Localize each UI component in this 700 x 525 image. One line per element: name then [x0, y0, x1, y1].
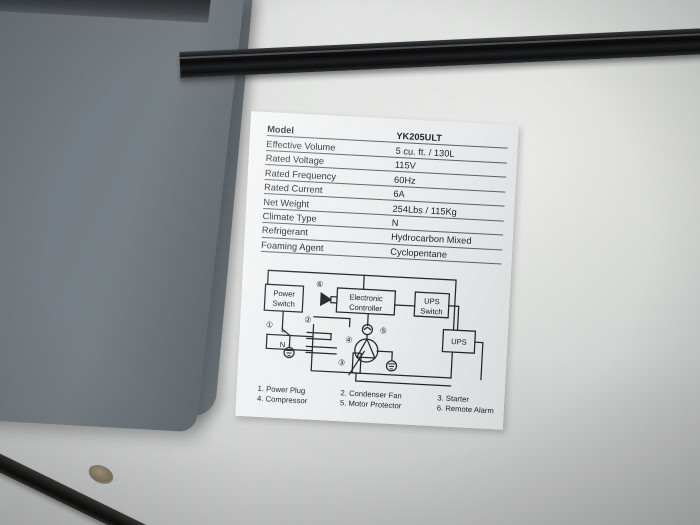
- terminal-line-label: L: [281, 325, 286, 334]
- symbol-compressor: [354, 338, 379, 364]
- legend-item-6: 6. Remote Alarm: [436, 403, 495, 416]
- ups-label: UPS: [451, 337, 467, 347]
- power-switch-label-line1: Power: [273, 289, 295, 299]
- callout-6: ⑥: [316, 280, 324, 289]
- symbol-ground-compressor: [385, 360, 398, 372]
- wire-fan-top: [313, 316, 351, 328]
- buzzer-body: [330, 296, 338, 304]
- wiring-diagram-svg: ① ② ③ ④ ⑤ ⑥ Power Switch Electronic Cont…: [263, 270, 484, 388]
- ups-switch-label-line2: Switch: [420, 307, 443, 317]
- ground-bars-neutral: [285, 350, 293, 357]
- wire-switch-to-line: [281, 310, 291, 337]
- cap-plate-1: [306, 332, 332, 335]
- wire-line-drop: [288, 335, 291, 347]
- ups-switch-label-line1: UPS: [424, 297, 440, 307]
- block-labels: Power Switch Electronic Controller UPS S…: [272, 289, 467, 347]
- controller-label-line1: Electronic: [349, 293, 383, 304]
- wire-starter-return: [355, 372, 452, 388]
- wire-controller-to-protector: [366, 313, 369, 327]
- wire-ups-down: [450, 351, 453, 380]
- wire-ups-return: [474, 341, 484, 381]
- wire-compressor-ground: [376, 350, 393, 362]
- callout-5: ⑤: [380, 327, 388, 336]
- cap-plate-2: [306, 338, 332, 341]
- wire-neutral-rail: [265, 334, 313, 352]
- terminal-labels: L N: [279, 325, 286, 349]
- callout-3: ③: [338, 358, 346, 367]
- cap-plate-3: [305, 346, 338, 349]
- wire-controller-feed: [362, 275, 365, 291]
- terminal-neutral-label: N: [279, 340, 285, 349]
- callout-2: ②: [304, 316, 312, 325]
- wire-fan-branch: [311, 324, 315, 358]
- wire-bottom-bus: [310, 356, 452, 380]
- wire-ups-switch-out: [448, 305, 460, 332]
- starter-diagonal: [348, 350, 366, 376]
- callout-1: ①: [266, 321, 274, 330]
- power-switch-label-line2: Switch: [272, 299, 295, 309]
- symbol-ground-neutral: [283, 347, 295, 359]
- buzzer-cone: [319, 292, 333, 307]
- cap-plate-4: [305, 352, 337, 355]
- protector-squiggle: [363, 327, 372, 331]
- callout-4: ④: [345, 336, 353, 345]
- wire-top-bus: [266, 270, 457, 332]
- wiring-diagram: ① ② ③ ④ ⑤ ⑥ Power Switch Electronic Cont…: [254, 258, 501, 395]
- callout-group: ① ② ③ ④ ⑤ ⑥: [266, 280, 388, 368]
- wire-controller-to-ups-switch: [394, 304, 416, 308]
- ground-bars-compressor: [388, 363, 396, 370]
- controller-label-line2: Controller: [349, 303, 383, 314]
